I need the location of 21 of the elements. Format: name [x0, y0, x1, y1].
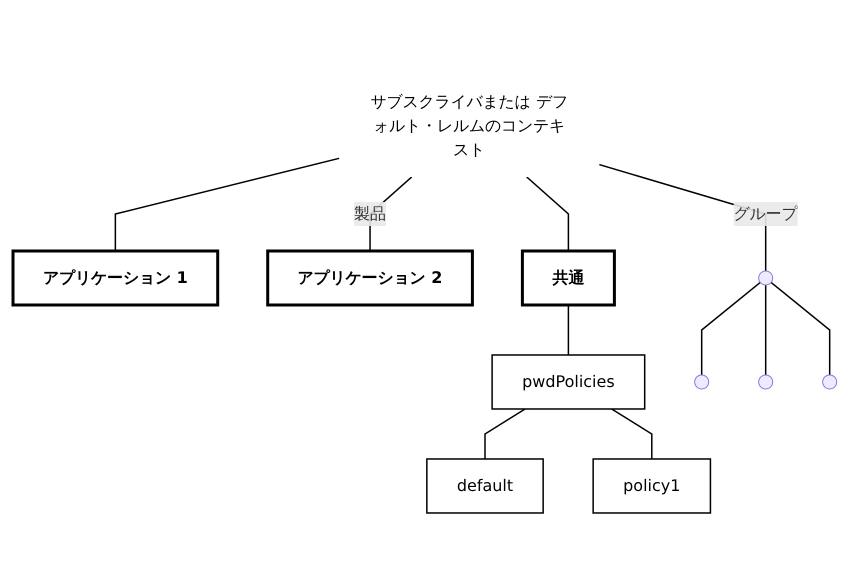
node-text: サブスクライバまたは デフォルト・レルムのコンテキスト: [370, 92, 568, 159]
node-circle: [758, 374, 773, 390]
edge-label: 製品: [354, 204, 386, 223]
node-box: policy1: [592, 458, 711, 514]
node-box: アプリケーション 1: [11, 250, 219, 306]
node-box: pwdPolicies: [491, 354, 646, 410]
node-box: 共通: [520, 250, 616, 306]
node-circle: [822, 374, 837, 390]
connector: [114, 158, 340, 251]
connector: [610, 408, 652, 459]
connector: [484, 408, 526, 459]
connector: [526, 176, 569, 251]
node-circle: [694, 374, 709, 390]
node-box: default: [426, 458, 544, 514]
connector: [700, 282, 760, 375]
edge-label: グループ: [733, 204, 798, 223]
connector: [567, 305, 569, 355]
node-circle: [758, 270, 773, 286]
connector: [764, 285, 766, 375]
connector: [770, 282, 830, 375]
node-box: アプリケーション 2: [266, 250, 474, 306]
